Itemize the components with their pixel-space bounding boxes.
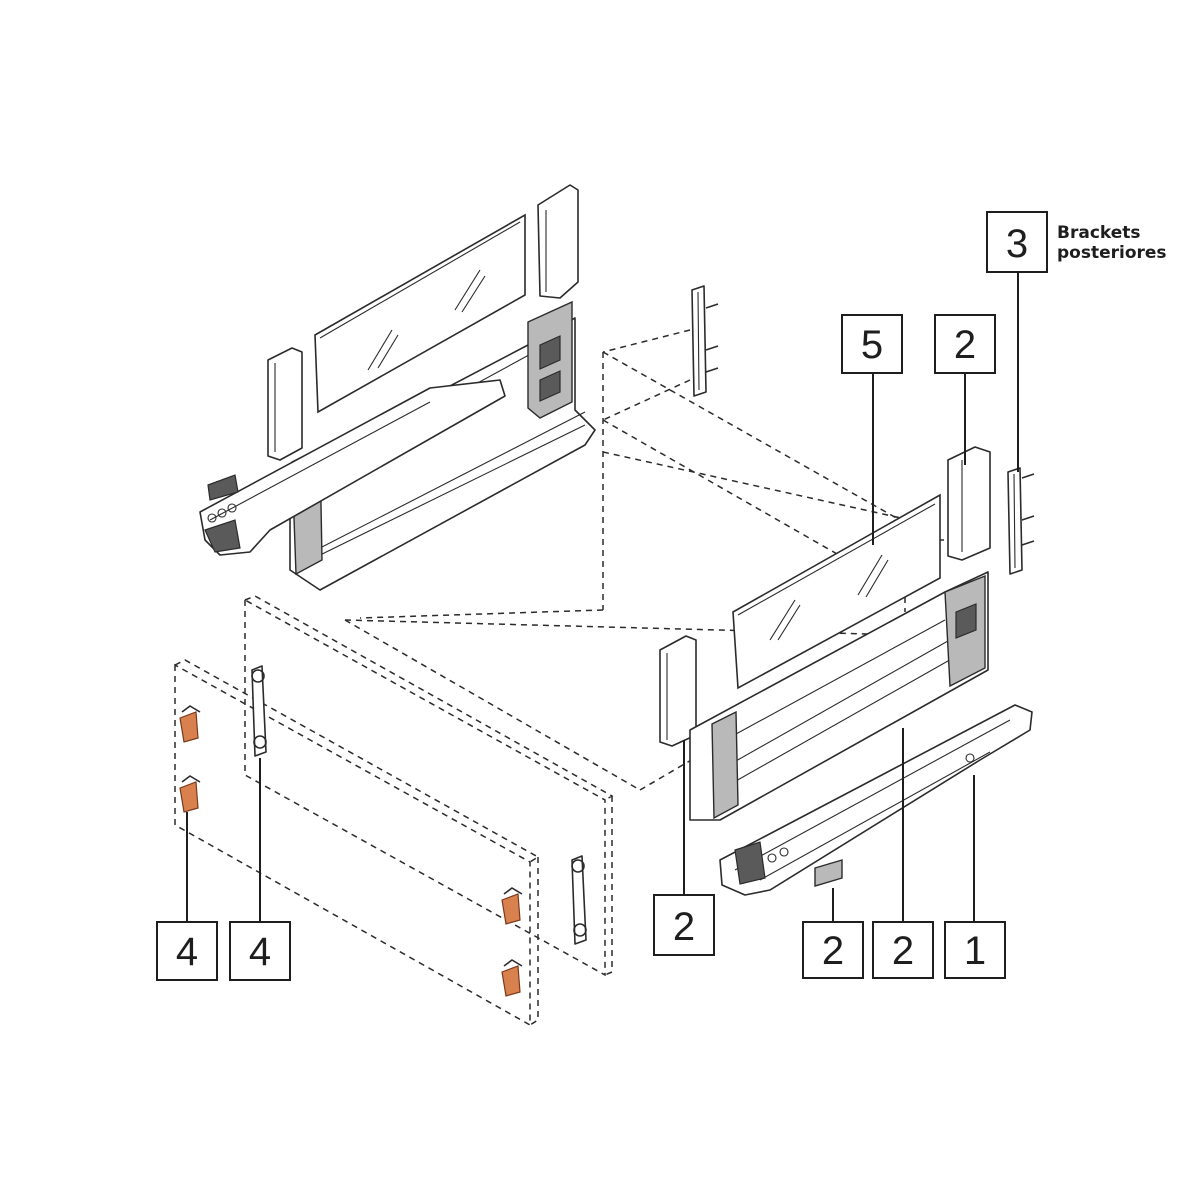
rear-bracket-right xyxy=(1007,467,1035,575)
callout-2-label: 2 xyxy=(802,921,864,979)
front-panel-outline xyxy=(244,595,614,977)
front-bracket-inner-right xyxy=(571,855,587,945)
svg-text:4: 4 xyxy=(176,930,198,974)
right-drawer-side xyxy=(689,571,989,821)
right-runner xyxy=(719,704,1033,896)
synchronisation-label xyxy=(814,859,843,887)
callout-1-runner: 1 xyxy=(944,921,1006,979)
front-fixing-clip-top-left xyxy=(179,705,201,743)
note-brackets-posteriores: Brackets posteriores xyxy=(1057,223,1167,263)
svg-text:3: 3 xyxy=(1006,222,1028,266)
front-fixing-clip-top-right xyxy=(501,887,523,925)
left-runner xyxy=(199,379,506,556)
svg-text:4: 4 xyxy=(249,930,271,974)
callout-4-fixing-clip: 4 xyxy=(156,921,218,981)
svg-text:2: 2 xyxy=(673,905,695,949)
leader-lines xyxy=(186,272,1019,922)
svg-text:2: 2 xyxy=(954,323,976,367)
callout-2-drawer-side: 2 xyxy=(872,921,934,979)
svg-text:1: 1 xyxy=(964,929,986,973)
right-rear-cap xyxy=(947,446,991,561)
left-front-cap xyxy=(267,347,303,461)
front-fixing-clip-bottom-right xyxy=(501,959,523,997)
front-panel-outer-outline xyxy=(174,659,540,1027)
rear-bracket-left xyxy=(691,285,719,397)
right-glass-panel xyxy=(732,493,941,690)
svg-text:5: 5 xyxy=(861,323,883,367)
svg-text:2: 2 xyxy=(822,929,844,973)
left-glass-panel xyxy=(314,213,526,414)
callout-3: 3 xyxy=(986,211,1048,273)
front-fixing-clip-bottom-left xyxy=(179,775,201,813)
callout-2-front-cap: 2 xyxy=(653,894,715,956)
svg-text:Brackets: Brackets xyxy=(1057,223,1141,243)
callout-2-rear-cap: 2 xyxy=(934,314,996,374)
callout-5: 5 xyxy=(841,314,903,374)
svg-text:2: 2 xyxy=(892,929,914,973)
left-rear-cap xyxy=(537,184,579,299)
callout-4-front-bracket: 4 xyxy=(229,921,291,981)
front-bracket-inner-left xyxy=(251,665,267,757)
svg-text:posteriores: posteriores xyxy=(1057,243,1167,263)
